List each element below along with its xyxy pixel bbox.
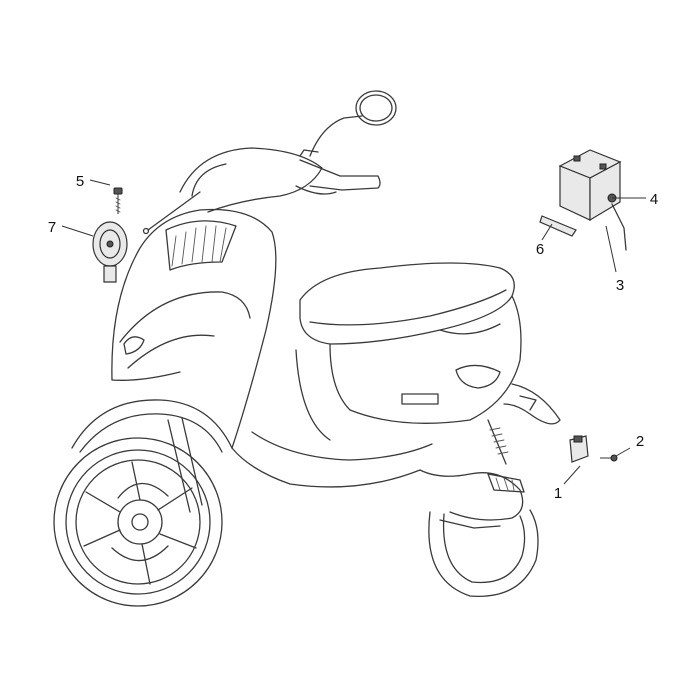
leader-lines	[61, 179, 646, 485]
part-battery	[558, 149, 627, 251]
part-strip	[539, 215, 577, 237]
scooter-illustration	[53, 90, 561, 607]
rear-wheel	[428, 509, 539, 598]
callout-4: 4	[650, 191, 658, 208]
callout-5: 5	[76, 173, 84, 190]
callout-7: 7	[48, 219, 56, 236]
front-grille	[165, 220, 237, 271]
callout-2: 2	[636, 433, 644, 450]
part-screw-top	[113, 187, 123, 214]
callout-6: 6	[536, 241, 544, 258]
callout-1: 1	[554, 485, 562, 502]
part-relay	[569, 435, 589, 463]
front-wheel	[53, 437, 223, 607]
callout-labels: 5 7 4 6 3 2 1	[48, 173, 658, 502]
part-horn	[92, 221, 128, 283]
part-screw-right	[600, 454, 618, 462]
callout-3: 3	[616, 277, 624, 294]
